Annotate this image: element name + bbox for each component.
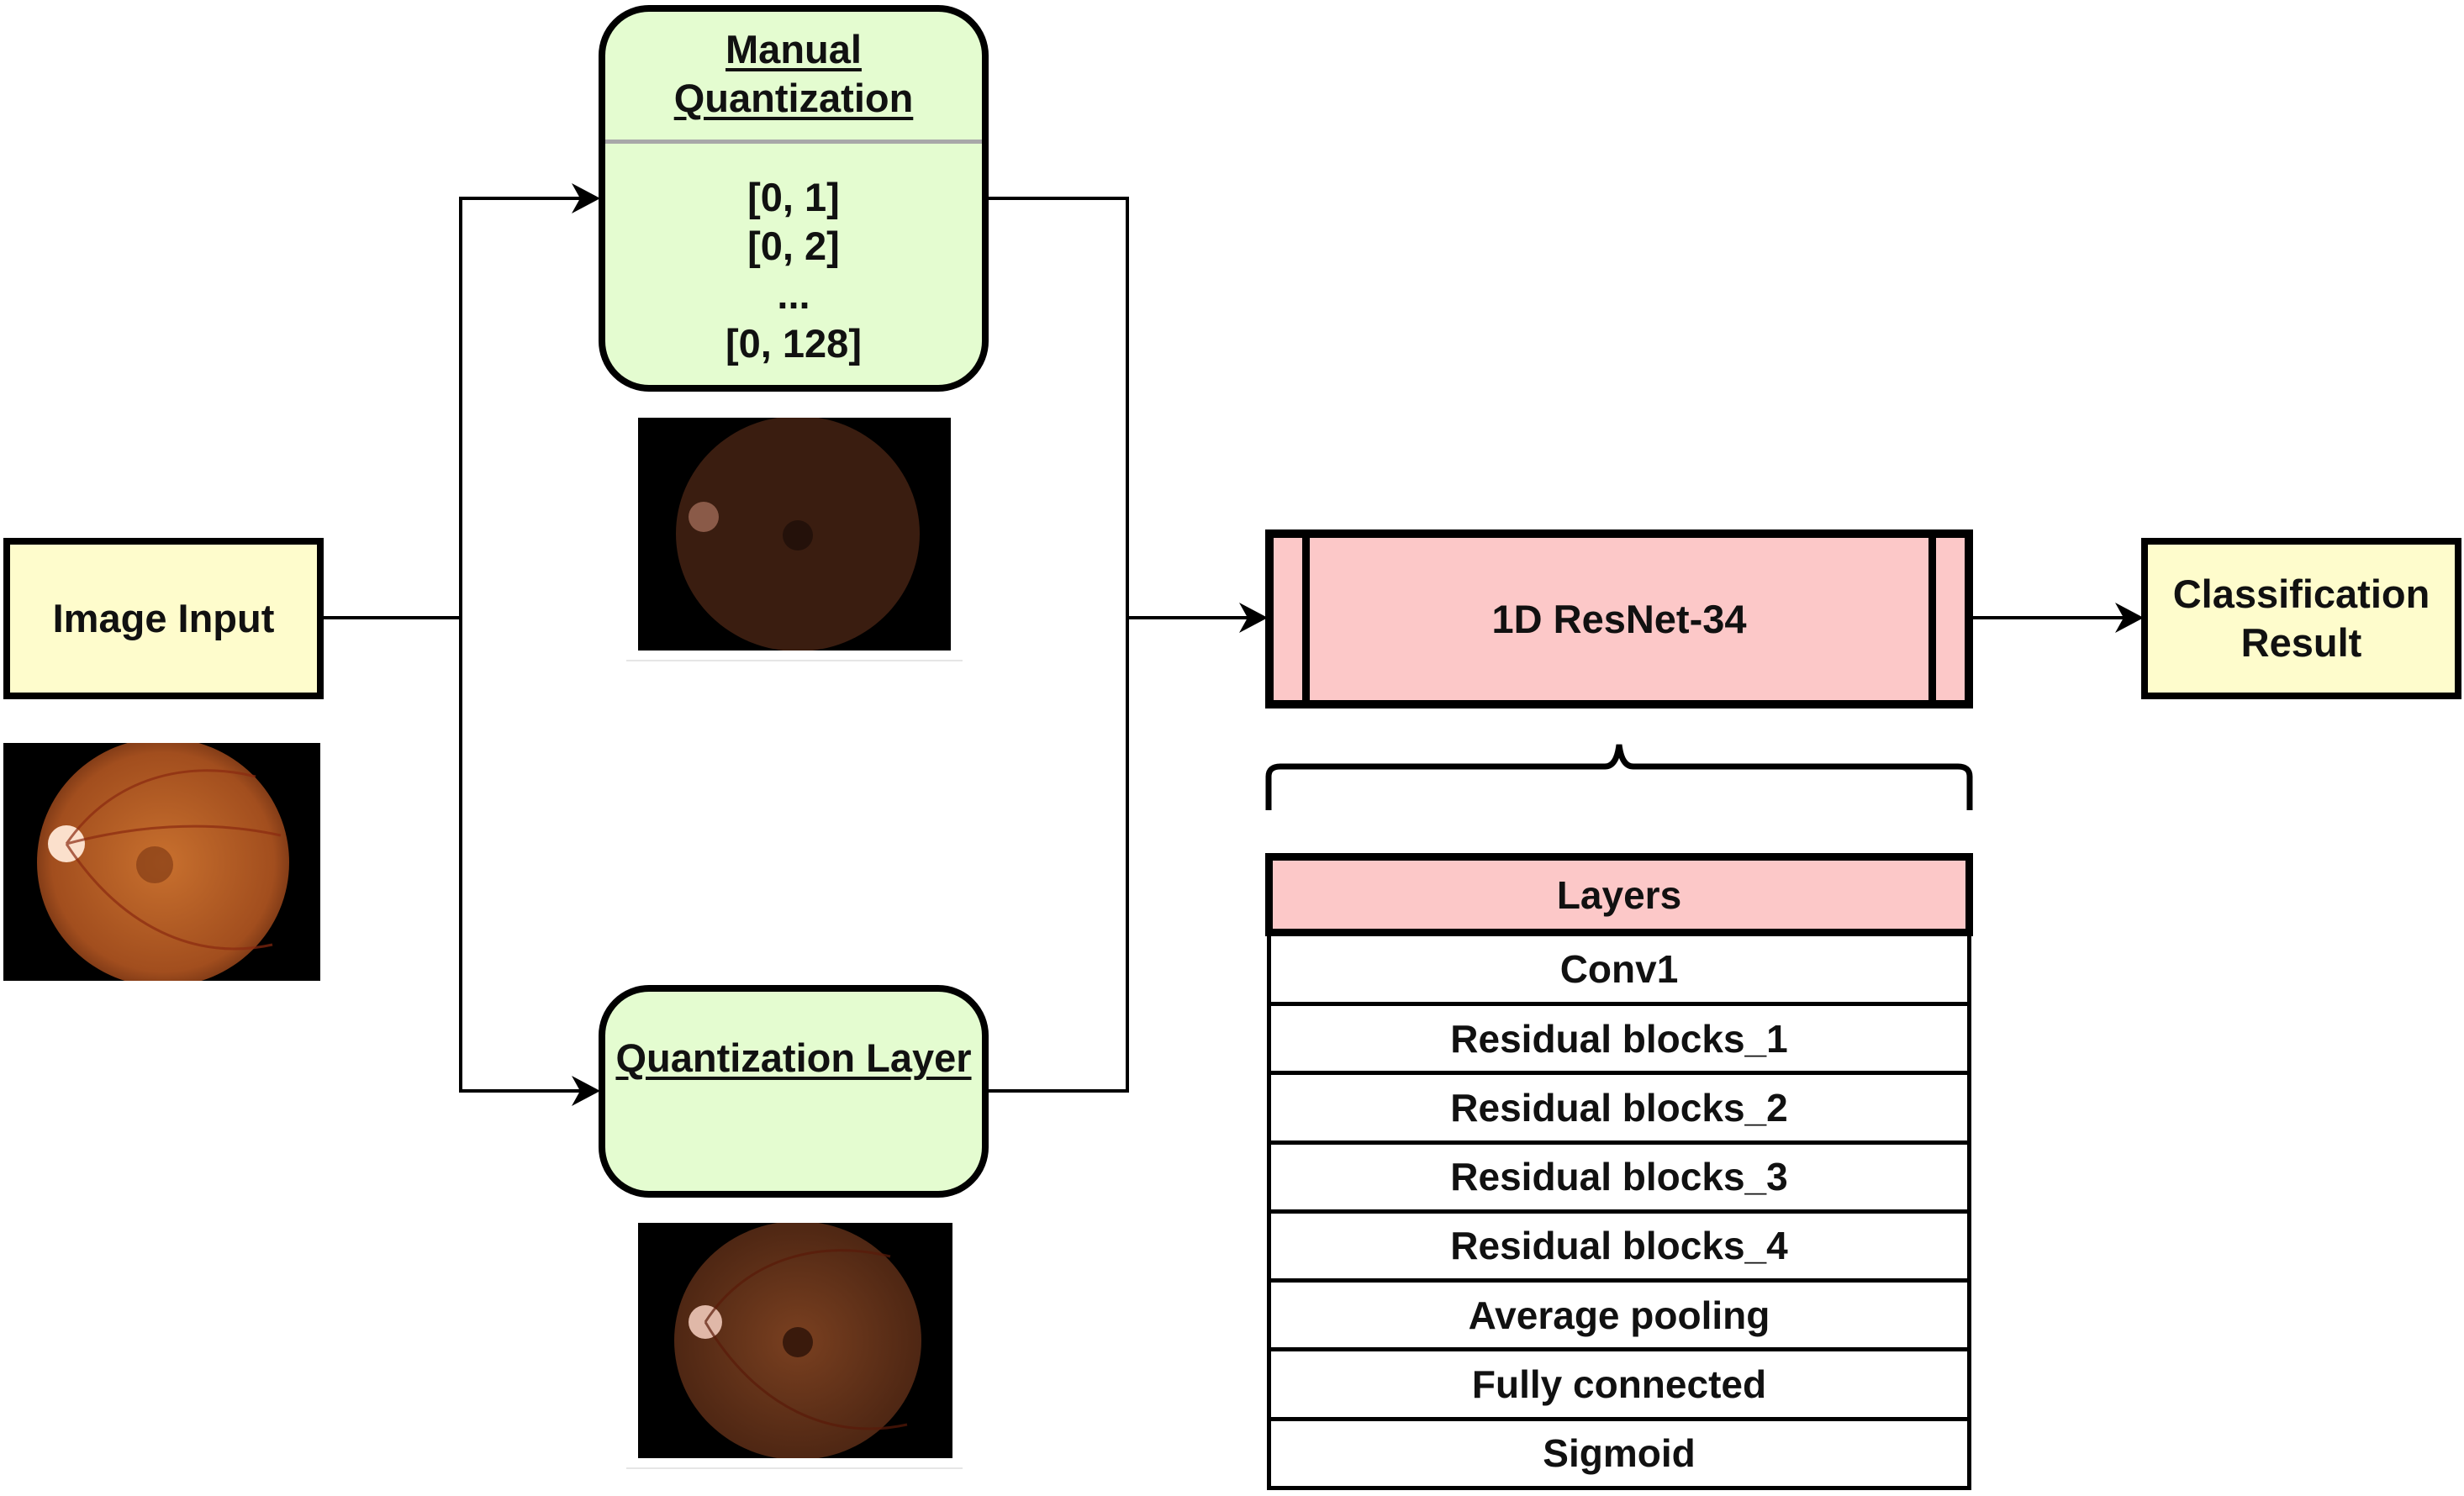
connector-manual-quant-out xyxy=(989,197,1129,200)
divider xyxy=(626,660,963,661)
layer-cell: Average pooling xyxy=(1267,1278,1971,1352)
fundus-icon xyxy=(676,418,920,651)
arrowhead-icon xyxy=(1239,603,1268,633)
layer-cell: Conv1 xyxy=(1267,930,1971,1007)
original-fundus-image xyxy=(3,743,320,981)
table-row: Fully connected xyxy=(1267,1347,1971,1421)
table-row: Conv1 xyxy=(1267,930,1971,1007)
image-input-box: Image Input xyxy=(3,538,324,699)
arrowhead-icon xyxy=(572,183,600,213)
layer-cell: Sigmoid xyxy=(1267,1416,1971,1491)
layer-cell: Residual blocks_4 xyxy=(1267,1209,1971,1283)
connector-to-quant-layer xyxy=(459,1089,594,1093)
quant-range: [0, 128] xyxy=(725,321,862,366)
table-row: Residual blocks_4 xyxy=(1267,1209,1971,1283)
quantization-layer-title: Quantization Layer xyxy=(615,1035,972,1080)
divider xyxy=(626,1467,963,1469)
table-row: Residual blocks_1 xyxy=(1267,1002,1971,1076)
table-header-row: Layers xyxy=(1265,853,1973,936)
fundus-icon xyxy=(37,743,289,981)
process-bar-right xyxy=(1928,538,1936,700)
layer-cell: Fully connected xyxy=(1267,1347,1971,1421)
quant-range: [0, 2] xyxy=(747,224,840,268)
manual-quantization-title: Manual Quantization xyxy=(673,27,914,120)
layer-cell: Residual blocks_3 xyxy=(1267,1140,1971,1214)
layer-cell: Residual blocks_1 xyxy=(1267,1002,1971,1076)
manual-quantized-fundus-image xyxy=(638,418,951,651)
process-bar-left xyxy=(1302,538,1310,700)
connector-merge-to-model xyxy=(1126,616,1260,619)
layers-table: Layers Conv1 Residual blocks_1 Residual … xyxy=(1265,853,1973,1491)
classification-result-label: Classification Result xyxy=(2172,572,2430,665)
table-row: Residual blocks_2 xyxy=(1267,1071,1971,1145)
layer-quantized-fundus-image xyxy=(638,1223,952,1458)
arrowhead-icon xyxy=(572,1076,600,1106)
resnet-label: 1D ResNet-34 xyxy=(1491,597,1747,641)
quant-range: [0, 1] xyxy=(747,175,840,219)
table-row: Residual blocks_3 xyxy=(1267,1140,1971,1214)
resnet-model-box: 1D ResNet-34 xyxy=(1265,529,1973,708)
divider xyxy=(605,140,982,144)
table-row: Sigmoid xyxy=(1267,1416,1971,1491)
connector-merge-vertical xyxy=(1126,197,1129,1093)
arrowhead-icon xyxy=(2115,603,2144,633)
connector-split-vertical xyxy=(459,197,462,1093)
manual-quantization-box: Manual Quantization [0, 1] [0, 2] ... [0… xyxy=(599,5,989,392)
table-header: Layers xyxy=(1265,853,1973,936)
connector-quant-layer-out xyxy=(989,1089,1129,1093)
layer-cell: Residual blocks_2 xyxy=(1267,1071,1971,1145)
connector-input-to-split xyxy=(324,616,462,619)
connector-to-manual-quant xyxy=(459,197,594,200)
curly-brace-icon xyxy=(1265,744,1973,810)
quant-range-ellipsis: ... xyxy=(777,272,810,317)
quantization-layer-box: Quantization Layer xyxy=(599,985,989,1198)
classification-result-box: Classification Result xyxy=(2141,538,2461,699)
image-input-label: Image Input xyxy=(52,596,275,640)
connector-model-to-output xyxy=(1973,616,2136,619)
fundus-icon xyxy=(674,1223,921,1458)
table-row: Average pooling xyxy=(1267,1278,1971,1352)
